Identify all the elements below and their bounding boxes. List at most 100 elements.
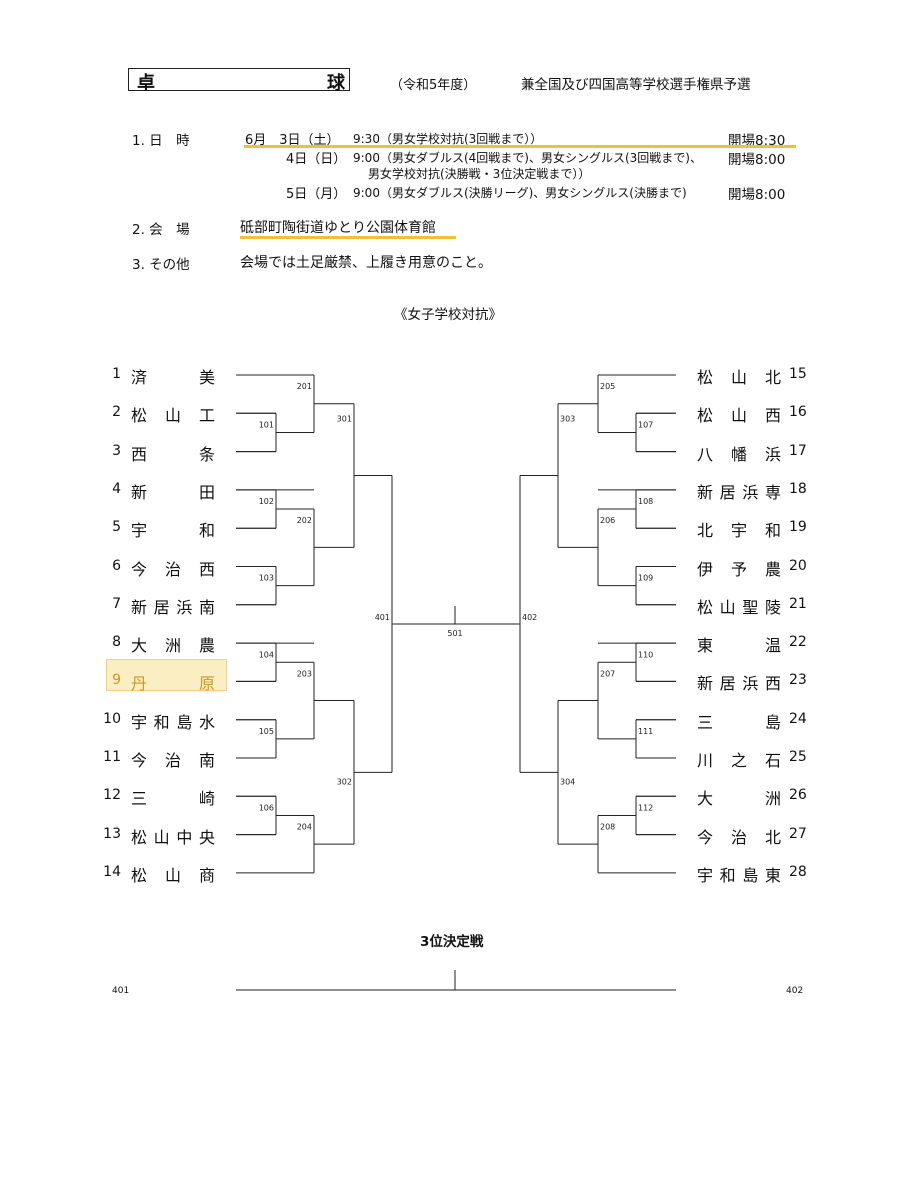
team-name-char: 西 <box>198 559 215 579</box>
sport-title-left: 卓 <box>137 73 155 94</box>
team-number: 1 <box>112 366 121 382</box>
team-number: 14 <box>103 863 121 880</box>
team-name-char: 治 <box>164 559 181 579</box>
match-number-label: 112 <box>638 803 653 812</box>
team-name-char: 西 <box>131 444 148 464</box>
team-name-char: 山 <box>730 368 747 387</box>
team-name-char: 丹 <box>131 674 148 694</box>
team-name: 松山工 <box>131 402 215 426</box>
match-number-label: 205 <box>600 382 615 391</box>
team-number: 24 <box>789 710 807 727</box>
sport-title-right: 球 <box>327 73 345 94</box>
team-name-char: 松 <box>697 368 714 387</box>
team-name-char: 新 <box>131 597 148 617</box>
team-name: 八幡浜 <box>697 441 781 465</box>
team-name-char: 大 <box>131 636 148 656</box>
team-number: 16 <box>789 404 807 421</box>
third-place-title: 3位決定戦 <box>420 934 484 950</box>
team-name: 今治西 <box>131 556 215 580</box>
match-number-label: 202 <box>297 516 312 525</box>
team-name-char: 治 <box>730 827 747 847</box>
team-number: 4 <box>112 480 121 497</box>
team-name: 新居浜西 <box>697 670 781 694</box>
team-name-char: 三 <box>131 789 148 809</box>
match-number-label: 110 <box>638 650 653 659</box>
team-name-char: 温 <box>764 636 781 656</box>
match-number-label: 103 <box>259 574 274 583</box>
team-name-char: 宇 <box>730 521 747 541</box>
team-number: 28 <box>789 863 807 880</box>
match-number-label: 501 <box>447 629 462 638</box>
team-name-char: 大 <box>697 789 714 809</box>
team-name-char: 浜 <box>176 597 193 617</box>
match-number-label: 401 <box>375 613 390 622</box>
team-name-char: 崎 <box>198 789 215 809</box>
team-name: 川之石 <box>697 747 781 771</box>
team-name-char: 宇 <box>131 712 148 732</box>
team-number: 15 <box>789 366 807 382</box>
team-name: 松山西 <box>697 402 781 426</box>
team-name-char: 和 <box>198 521 215 541</box>
schedule-detail-1: 9:30（男女学校対抗(3回戦まで）） <box>353 132 543 146</box>
team-name-char: 和 <box>719 865 736 885</box>
highlight-underline-venue <box>240 236 456 239</box>
team-name: 新居浜南 <box>131 594 215 618</box>
match-number-label: 203 <box>297 669 312 678</box>
team-name: 宇和 <box>131 517 215 541</box>
other-value: 会場では土足厳禁、上履き用意のこと。 <box>240 255 492 271</box>
team-name-char: 山 <box>730 406 747 426</box>
competition-name: 兼全国及び四国高等学校選手権県予選 <box>521 77 751 93</box>
team-name-char: 幡 <box>730 444 747 464</box>
venue-label: 2. 会 場 <box>132 222 190 238</box>
match-number-label: 102 <box>259 497 274 506</box>
team-name-char: 松 <box>697 406 714 426</box>
team-number: 21 <box>789 595 807 612</box>
match-number-label: 101 <box>259 420 274 429</box>
match-number-label: 302 <box>337 778 352 787</box>
match-number-label: 109 <box>638 574 653 583</box>
team-number: 23 <box>789 672 807 689</box>
match-number-label: 104 <box>259 650 274 659</box>
schedule-date-4: 5日（月） <box>286 187 347 202</box>
team-number: 12 <box>103 787 121 804</box>
team-name-char: 居 <box>719 674 736 694</box>
team-name-char: 今 <box>131 559 148 579</box>
team-name-char: 浜 <box>742 482 759 502</box>
team-name: 今治北 <box>697 824 781 848</box>
team-name-char: 山 <box>164 865 181 885</box>
team-name-char: 島 <box>176 712 193 732</box>
team-name-char: 陵 <box>764 597 781 617</box>
team-number: 7 <box>112 595 121 612</box>
team-name: 大洲 <box>697 785 781 809</box>
match-number-label: 208 <box>600 822 615 831</box>
team-name: 北宇和 <box>697 517 781 541</box>
schedule-date-2: 4日（日） <box>286 152 347 167</box>
team-number: 3 <box>112 442 121 459</box>
schedule-detail-2: 9:00（男女ダブルス(4回戦まで)、男女シングルス(3回戦まで)、 <box>353 151 702 165</box>
team-name-char: 中 <box>176 827 193 847</box>
match-number-label: 201 <box>297 382 312 391</box>
match-number-label: 207 <box>600 669 615 678</box>
match-number-label: 204 <box>297 822 312 831</box>
match-number-label: 303 <box>560 415 575 424</box>
team-name-char: 新 <box>697 482 714 502</box>
team-number: 22 <box>789 634 807 651</box>
team-number: 17 <box>789 442 807 459</box>
team-name-char: 北 <box>764 827 781 847</box>
match-number-label: 402 <box>522 613 537 622</box>
team-name-char: 原 <box>198 674 215 694</box>
team-name-char: 北 <box>697 521 714 541</box>
team-name-char: 西 <box>764 406 781 426</box>
match-number-label: 107 <box>638 420 653 429</box>
team-name: 東温 <box>697 632 781 656</box>
team-number: 5 <box>112 519 121 536</box>
team-name-char: 宇 <box>131 521 148 541</box>
team-name-char: 島 <box>742 865 759 885</box>
team-name-char: 洲 <box>164 636 181 656</box>
team-name: 三崎 <box>131 785 215 809</box>
team-number: 10 <box>103 710 121 727</box>
team-name: 新田 <box>131 479 215 503</box>
team-name: 松山北 <box>697 364 781 388</box>
third-place-left-label: 401 <box>112 986 130 996</box>
team-name-char: 南 <box>198 751 215 770</box>
